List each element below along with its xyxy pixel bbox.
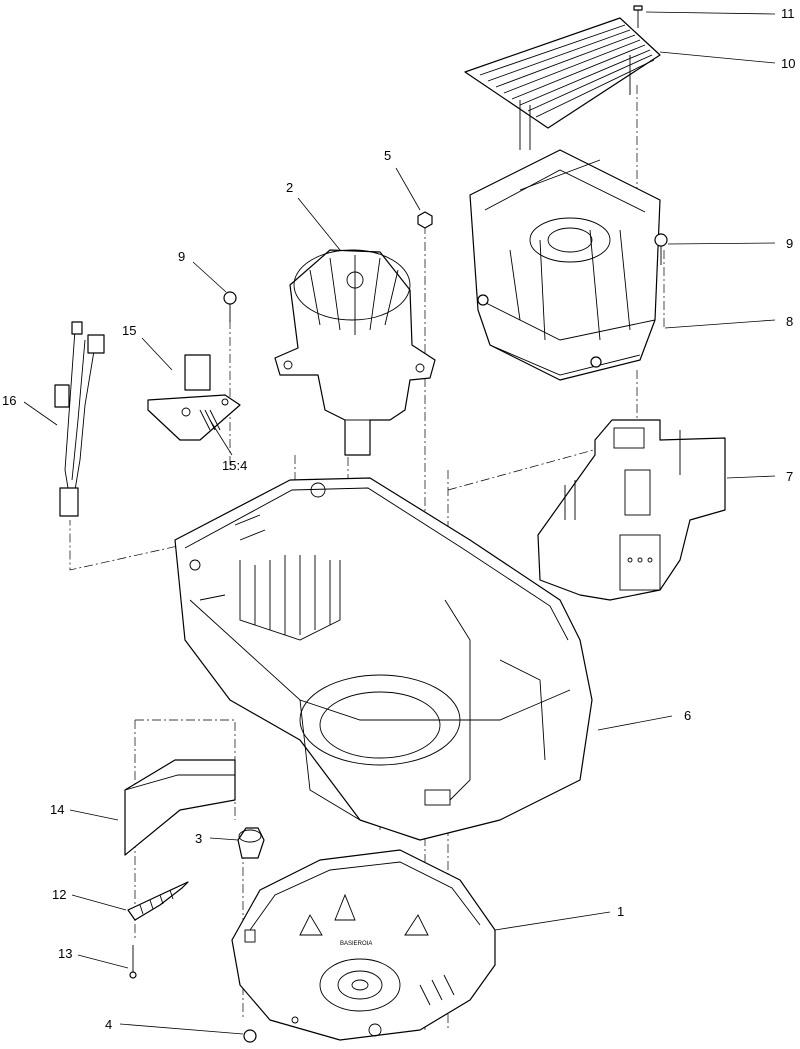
callout-16: 16 [2, 393, 16, 408]
callout-9-left: 9 [178, 249, 185, 264]
callout-leaders [23, 11, 776, 1035]
callout-10: 10 [781, 56, 795, 71]
housing-part [174, 477, 593, 841]
callout-6: 6 [684, 708, 691, 723]
callout-11: 11 [781, 6, 795, 21]
callout-15: 15 [122, 323, 136, 338]
control-board-part [537, 419, 726, 601]
wire-harness-part [54, 321, 105, 517]
callout-13: 13 [58, 946, 72, 961]
base-marking-text: BASIEROIA [340, 941, 372, 947]
callout-5: 5 [384, 148, 391, 163]
callout-7: 7 [786, 469, 793, 484]
fasteners [129, 5, 668, 1043]
callout-labels: 11 10 5 2 9 9 8 15 16 15:4 7 6 14 3 12 1… [2, 6, 795, 1032]
strip-part [127, 881, 189, 921]
callout-1: 1 [617, 904, 624, 919]
fan-housing-part [469, 149, 661, 381]
shield-part [124, 759, 236, 856]
callout-8: 8 [786, 314, 793, 329]
callout-4: 4 [105, 1017, 112, 1032]
callout-15-4: 15:4 [222, 458, 247, 473]
knob-part [237, 827, 265, 859]
switch-bracket-part [147, 354, 241, 441]
motor-part [274, 249, 436, 456]
heat-sink-part [464, 17, 661, 150]
callout-3: 3 [195, 831, 202, 846]
callout-12: 12 [52, 887, 66, 902]
base-part: BASIEROIA [231, 849, 496, 1041]
callout-2: 2 [286, 180, 293, 195]
callout-14: 14 [50, 802, 64, 817]
callout-9-right: 9 [786, 236, 793, 251]
